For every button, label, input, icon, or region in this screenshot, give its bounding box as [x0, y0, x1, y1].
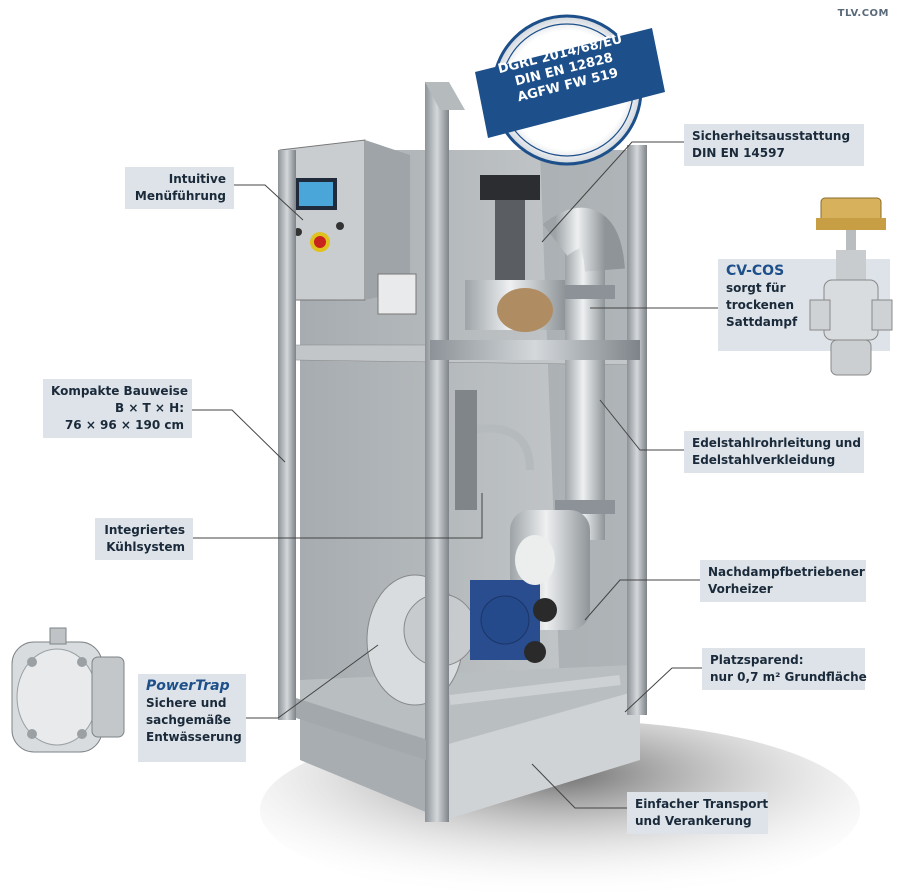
cvcos-valve-image: [809, 197, 893, 376]
callout-cvcos-line-1: sorgt für: [726, 281, 786, 295]
powertrap-product-image: [11, 627, 125, 753]
callout-cvcos-line-2: trockenen: [726, 298, 795, 312]
callout-steel-line-1: Edelstahlrohrleitung und: [692, 436, 861, 450]
callout-menu-line-1: Intuitive: [168, 172, 226, 186]
callout-transport-line-1: Einfacher Transport: [635, 797, 769, 811]
callout-powertrap-line-3: Entwässerung: [146, 730, 242, 744]
callout-cooling-line-2: Kühlsystem: [106, 540, 185, 554]
callout-cvcos-line-3: Sattdampf: [726, 315, 798, 329]
callout-space: Platzsparend: nur 0,7 m² Grundfläche: [702, 648, 867, 690]
callout-compact: Kompakte Bauweise B × T × H: 76 × 96 × 1…: [43, 379, 192, 438]
callout-safety-line-2: DIN EN 14597: [692, 146, 785, 160]
callout-cooling: Integriertes Kühlsystem: [95, 518, 193, 560]
callout-menu: Intuitive Menüführung: [125, 167, 234, 209]
callout-space-line-1: Platzsparend:: [710, 653, 804, 667]
callout-compact-line-1: Kompakte Bauweise: [51, 384, 188, 398]
callout-steel-line-2: Edelstahlverkleidung: [692, 453, 836, 467]
brand-label: TLV.COM: [837, 8, 889, 19]
callout-preheater-line-1: Nachdampfbetriebener: [708, 565, 865, 579]
terminal-box: [377, 273, 417, 315]
callout-powertrap-line-1: Sichere und: [146, 696, 227, 710]
callout-compact-line-3: 76 × 96 × 190 cm: [64, 418, 184, 432]
callout-safety-line-1: Sicherheitsausstattung: [692, 129, 851, 143]
callout-transport-line-2: und Verankerung: [635, 814, 752, 828]
callout-powertrap: PowerTrap Sichere und sachgemäße Entwäss…: [138, 674, 246, 762]
callout-powertrap-title: PowerTrap: [146, 678, 230, 694]
frame-upright-front: [425, 82, 449, 822]
frame-upright-right: [627, 145, 647, 715]
frame-upright-left: [278, 150, 296, 720]
bronze-valve: [497, 288, 553, 332]
callout-transport: Einfacher Transport und Verankerung: [627, 792, 768, 834]
callout-safety: Sicherheitsausstattung DIN EN 14597: [684, 124, 864, 166]
callout-space-line-2: nur 0,7 m² Grundfläche: [710, 670, 867, 684]
callout-compact-line-2: B × T × H:: [115, 401, 184, 415]
callout-powertrap-line-2: sachgemäße: [146, 713, 231, 727]
callout-cvcos-title: CV-COS: [726, 263, 785, 279]
certification-seal: [475, 14, 665, 166]
callout-lines: [192, 141, 720, 809]
callout-cooling-line-1: Integriertes: [104, 523, 185, 537]
callout-menu-line-2: Menüführung: [134, 189, 226, 203]
callout-preheater: Nachdampfbetriebener Vorheizer: [700, 560, 866, 602]
callout-preheater-line-2: Vorheizer: [708, 582, 773, 596]
callout-steel: Edelstahlrohrleitung und Edelstahlverkle…: [684, 431, 864, 473]
